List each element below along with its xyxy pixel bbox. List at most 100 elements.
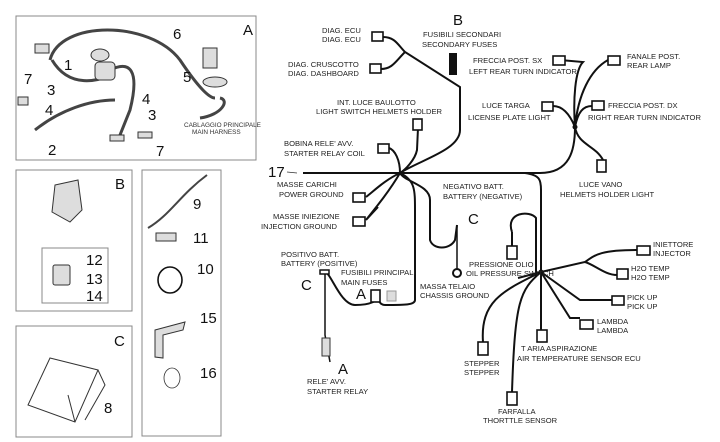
connector-throttle[interactable] <box>506 391 518 406</box>
connector-injection-ground[interactable] <box>352 216 366 227</box>
label-diag-dashboard: DIAG. CRUSCOTTO <box>288 60 359 69</box>
connector-diag-ecu[interactable] <box>371 31 384 42</box>
callout-4: 4 <box>45 102 53 119</box>
label-injector: INJECTOR <box>653 249 691 258</box>
bracket-part <box>154 321 186 359</box>
grommet-part <box>202 76 228 88</box>
connector-starter-relay-coil[interactable] <box>377 143 390 154</box>
wires <box>303 36 638 393</box>
label-oil-pressure: OIL PRESSURE SWITCH <box>466 269 554 278</box>
harness-caption-it: CABLAGGIO PRINCIPALE <box>184 122 261 129</box>
panel-a: A 1 2 3 3 4 4 5 6 7 7 CABLAGGIO PRINCIPA… <box>15 15 261 161</box>
label-left-rear-turn: FRECCIA POST. SX <box>473 56 542 65</box>
label-battery-negative: BATTERY (NEGATIVE) <box>443 192 523 201</box>
label-starter-relay: RELE' AVV. <box>307 377 346 386</box>
label-helmets-light-switch: LIGHT SWITCH HELMETS HOLDER <box>316 107 443 116</box>
connector-h2o-temp[interactable] <box>616 268 629 280</box>
marker-c: C <box>301 277 312 294</box>
cable-tie-part <box>163 367 181 389</box>
connector-license-plate[interactable] <box>541 101 554 112</box>
label-starter-relay-coil: BOBINA RELE' AVV. <box>284 139 353 148</box>
connector-right-rear-turn[interactable] <box>591 100 605 111</box>
panel-b-letter: B <box>115 176 125 193</box>
label-lambda: LAMBDA <box>597 317 629 326</box>
callout-2: 2 <box>48 142 56 159</box>
label-power-ground: MASSE CARICHI <box>277 180 337 189</box>
label-secondary-fuses: FUSIBILI SECONDARI <box>423 30 501 39</box>
connector-diag-dashboard[interactable] <box>369 63 382 74</box>
label-right-rear-turn: FRECCIA POST. DX <box>608 101 678 110</box>
label-battery-negative: NEGATIVO BATT. <box>443 182 504 191</box>
label-power-ground: POWER GROUND <box>279 190 344 199</box>
connectors <box>352 31 651 406</box>
label-injector: INIETTORE <box>653 240 693 249</box>
ground-cable-part <box>147 174 208 229</box>
fuse-part <box>52 264 71 286</box>
label-rear-lamp: FANALE POST. <box>627 52 680 61</box>
marker-b: B <box>453 12 463 29</box>
label-air-temp: T ARIA ASPIRAZIONE <box>521 344 597 353</box>
bolt-part <box>109 134 125 142</box>
label-diag-ecu: DIAG. ECU <box>322 35 361 44</box>
harness-caption-en: MAIN HARNESS <box>192 129 241 136</box>
label-helmets-holder-light: LUCE VANO <box>579 180 622 189</box>
connector-main-fuses[interactable] <box>370 289 381 303</box>
marker-a: A <box>356 286 366 303</box>
label-pick-up: PICK UP <box>627 293 657 302</box>
callout-6: 6 <box>173 26 181 43</box>
label-main-fuses: FUSIBILI PRINCIPALI <box>341 268 416 277</box>
label-battery-positive: BATTERY (POSITIVE) <box>281 259 358 268</box>
connector-pick-up[interactable] <box>611 295 625 306</box>
callout-13: 13 <box>86 271 103 288</box>
callout-12: 12 <box>86 252 103 269</box>
callout-8: 8 <box>104 400 112 417</box>
connector-injector[interactable] <box>636 245 651 256</box>
connector-rear-lamp[interactable] <box>607 55 621 66</box>
marker-c: C <box>468 211 479 228</box>
bolt-part <box>17 96 29 106</box>
connector-power-ground[interactable] <box>352 192 366 203</box>
clamp-part <box>90 48 110 62</box>
connector-stepper[interactable] <box>477 341 489 356</box>
label-rear-lamp: REAR LAMP <box>627 61 671 70</box>
connector-labels: DIAG. ECU DIAG. ECU DIAG. CRUSCOTTO DIAG… <box>261 26 701 425</box>
connector-left-rear-turn[interactable] <box>552 55 566 66</box>
battery-part <box>27 357 106 423</box>
label-injection-ground: INJECTION GROUND <box>261 222 337 231</box>
connector-helmets-holder-light[interactable] <box>596 159 607 173</box>
label-chassis-ground: MASSA TELAIO <box>420 282 475 291</box>
label-secondary-fuses: SECONDARY FUSES <box>422 40 497 49</box>
label-license-plate: LUCE TARGA <box>482 101 531 110</box>
callout-3: 3 <box>148 107 156 124</box>
label-battery-positive: POSITIVO BATT. <box>281 250 339 259</box>
bolt-part <box>137 131 153 139</box>
label-throttle: THORTTLE SENSOR <box>483 416 558 425</box>
panel-c: C 8 <box>15 325 133 438</box>
callout-10: 10 <box>197 261 214 278</box>
callout-9: 9 <box>193 196 201 213</box>
label-lambda: LAMBDA <box>597 326 629 335</box>
fuse-icon <box>386 290 397 302</box>
relay-part <box>94 61 116 81</box>
connector-helmets-light-switch[interactable] <box>412 118 423 131</box>
panel-b: B 12 13 14 <box>15 169 133 312</box>
connector-oil-pressure[interactable] <box>506 245 518 260</box>
callout-5: 5 <box>183 69 191 86</box>
callout-4: 4 <box>142 91 150 108</box>
label-main-fuses: MAIN FUSES <box>341 278 387 287</box>
harness-callout-17: 17 <box>268 164 285 181</box>
label-left-rear-turn: LEFT REAR TURN INDICATOR <box>469 67 577 76</box>
label-air-temp: AIR TEMPERATURE SENSOR ECU <box>517 354 641 363</box>
relay-cap-part <box>321 337 331 357</box>
fuse-block-icon <box>449 53 457 75</box>
label-starter-relay-coil: STARTER RELAY COIL <box>284 149 365 158</box>
label-helmets-holder-light: HELMETS HOLDER LIGHT <box>560 190 654 199</box>
connector-air-temp[interactable] <box>536 329 548 343</box>
marker-a: A <box>338 361 348 378</box>
ring-terminal-icon <box>452 268 462 278</box>
connector-lambda[interactable] <box>579 319 594 330</box>
label-stepper: STEPPER <box>464 359 500 368</box>
label-right-rear-turn: RIGHT REAR TURN INDICATOR <box>588 113 701 122</box>
label-pick-up: PICK UP <box>627 302 657 311</box>
